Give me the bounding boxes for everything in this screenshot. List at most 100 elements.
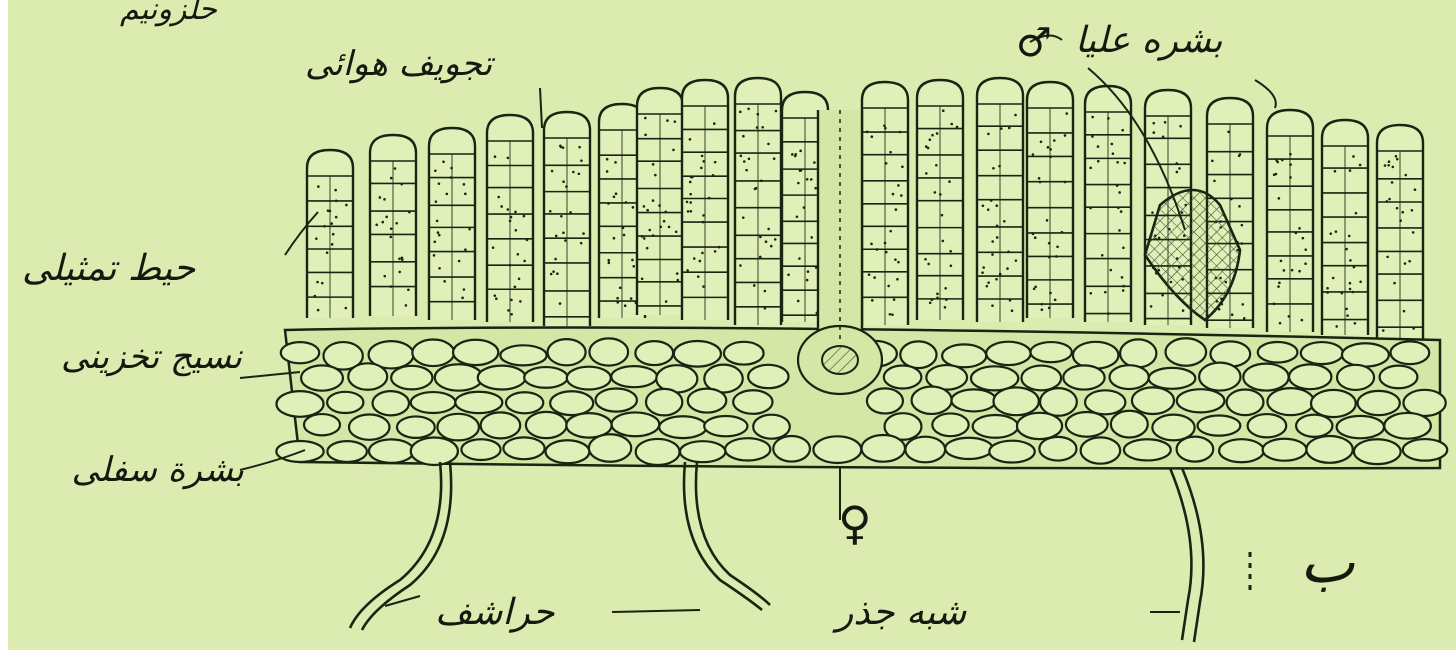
chloroplast-dot — [1122, 285, 1125, 288]
chloroplast-dot — [1291, 269, 1294, 272]
chloroplast-dot — [1097, 145, 1100, 148]
chloroplast-dot — [580, 159, 583, 162]
storage-cell — [1066, 412, 1108, 437]
chloroplast-dot — [1302, 237, 1305, 240]
chloroplast-dot — [1301, 319, 1304, 322]
chlorenchyma-column — [487, 115, 533, 322]
chloroplast-dot — [927, 147, 930, 150]
chloroplast-dot — [1295, 232, 1298, 235]
chloroplast-dot — [1243, 317, 1246, 320]
chloroplast-dot — [699, 260, 702, 263]
storage-cell — [1311, 390, 1356, 417]
chloroplast-dot — [899, 131, 902, 134]
storage-cell — [1021, 366, 1061, 391]
chloroplast-dot — [889, 230, 892, 233]
figure-letter-label: ب — [1300, 528, 1355, 596]
storage-cell — [900, 341, 936, 368]
chloroplast-dot — [405, 304, 408, 307]
chloroplast-dot — [806, 178, 809, 181]
chloroplast-dot — [748, 157, 751, 160]
chloroplast-dot — [562, 180, 565, 183]
storage-cell — [461, 439, 500, 460]
chloroplast-dot — [654, 174, 657, 177]
chloroplast-dot — [665, 300, 668, 303]
chloroplast-dot — [1000, 127, 1003, 130]
chloroplast-dot — [565, 185, 568, 188]
chloroplast-dot — [1335, 230, 1338, 233]
chloroplast-dot — [889, 313, 892, 316]
chloroplast-dot — [739, 264, 742, 267]
chloroplast-dot — [807, 270, 810, 273]
chloroplast-dot — [1334, 170, 1337, 173]
chloroplast-dot — [1289, 153, 1292, 156]
chloroplast-dot — [1152, 122, 1155, 125]
chloroplast-dot — [315, 237, 318, 240]
chloroplast-dot — [1011, 309, 1014, 312]
chloroplast-dot — [652, 199, 655, 202]
chloroplast-dot — [1009, 299, 1012, 302]
chloroplast-dot — [1097, 160, 1100, 163]
chloroplast-dot — [1089, 207, 1092, 210]
chloroplast-dot — [607, 202, 610, 205]
storage-cell — [1337, 365, 1374, 390]
chloroplast-dot — [1388, 160, 1391, 163]
chloroplast-dot — [944, 306, 947, 309]
chloroplast-dot — [375, 223, 378, 226]
chloroplast-dot — [500, 205, 503, 208]
chloroplast-dot — [687, 210, 690, 213]
chloroplast-dot — [787, 273, 790, 276]
chloroplast-dot — [1411, 209, 1414, 212]
storage-cell — [589, 434, 631, 461]
storage-cell — [478, 366, 526, 390]
chloroplast-dot — [986, 285, 989, 288]
chloroplast-dot — [663, 220, 666, 223]
chloroplast-dot — [900, 194, 903, 197]
chloroplast-dot — [765, 240, 768, 243]
chloroplast-dot — [1393, 282, 1396, 285]
chlorenchyma-column — [1322, 120, 1368, 335]
storage-cell — [412, 340, 454, 367]
storage-cell — [550, 391, 593, 415]
chloroplast-dot — [700, 167, 703, 170]
chloroplast-dot — [1041, 308, 1044, 311]
chloroplast-dot — [1399, 219, 1402, 222]
chloroplast-dot — [379, 196, 382, 199]
chloroplast-dot — [1101, 254, 1104, 257]
chloroplast-dot — [1227, 131, 1230, 134]
chloroplast-dot — [742, 135, 745, 138]
chloroplast-dot — [891, 313, 894, 316]
storage-cell — [773, 436, 810, 462]
storage-cell — [524, 367, 567, 388]
chloroplast-dot — [515, 229, 518, 232]
chloroplast-dot — [321, 282, 324, 285]
chloroplast-dot — [523, 260, 526, 263]
chloroplast-dot — [1239, 153, 1242, 156]
chloroplast-dot — [507, 208, 510, 211]
storage-cell — [1403, 439, 1447, 461]
chloroplast-dot — [948, 180, 951, 183]
storage-cell — [1227, 390, 1264, 416]
chloroplast-dot — [1241, 303, 1244, 306]
chloroplast-dot — [442, 161, 445, 164]
chloroplast-dot — [1278, 197, 1281, 200]
storage-cell — [1198, 415, 1241, 435]
chloroplast-dot — [1054, 299, 1057, 302]
storage-cell — [986, 342, 1030, 365]
storage-cell — [867, 388, 903, 413]
chloroplast-dot — [950, 264, 953, 267]
chloroplast-dot — [1008, 127, 1011, 130]
storage-cell — [567, 367, 611, 390]
label-top-partial: حلزونیم — [120, 0, 217, 27]
chloroplast-dot — [702, 221, 705, 224]
chloroplast-dot — [1345, 308, 1348, 311]
chloroplast-dot — [335, 200, 338, 203]
chloroplast-dot — [438, 182, 441, 185]
storage-cell — [1120, 339, 1156, 367]
chloroplast-dot — [624, 304, 627, 307]
chloroplast-dot — [381, 221, 384, 224]
chloroplast-dot — [1048, 242, 1051, 245]
chloroplast-dot — [884, 242, 887, 245]
chloroplast-dot — [450, 167, 453, 170]
label-storage-tissue: نسیج تخزینی — [52, 338, 242, 376]
chloroplast-dot — [1279, 322, 1282, 325]
